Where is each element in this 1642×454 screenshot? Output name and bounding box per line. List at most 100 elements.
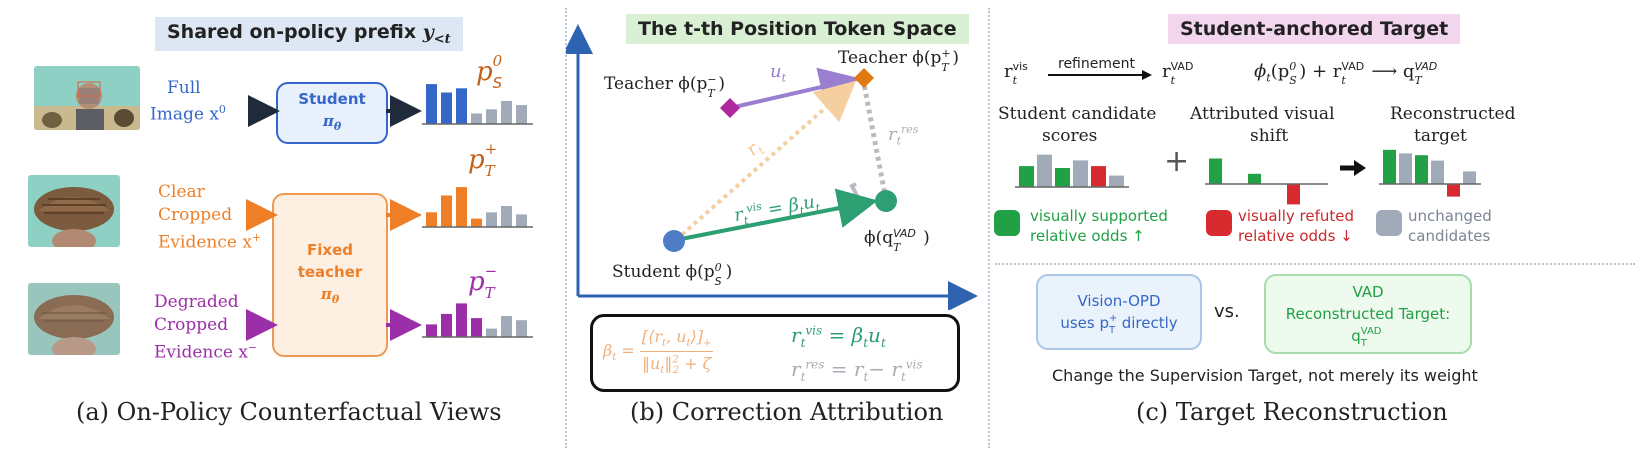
r-residual-vector	[861, 83, 889, 201]
clear-evidence-line1: Clear	[158, 182, 205, 202]
vad-point	[875, 190, 897, 212]
attributed-shift-bar-2	[1248, 173, 1261, 184]
teacher-minus-dist-bar-2	[441, 313, 452, 337]
caption-b: (b) Correction Attribution	[630, 398, 944, 426]
teacher-minus-label: Teacher ϕ(p−T)	[604, 73, 726, 100]
divider-a-b	[565, 8, 567, 448]
attributed-shift-bar-3	[1287, 184, 1300, 205]
r-vis-vector	[675, 188, 878, 242]
panel-c-bar-charts	[1015, 149, 1481, 205]
student-scores-heading-2: scores	[1042, 126, 1098, 146]
student-dist-bar-2	[441, 92, 452, 124]
vision-opd-box: Vision-OPD uses p+T directly	[1036, 274, 1202, 350]
legend-green-text: visually supported relative odds ↑	[1030, 207, 1168, 245]
teacher-plus-dist-bar-2	[441, 195, 452, 227]
teacher-minus-dist-bar-5	[486, 328, 497, 337]
student-model-box: Student πθ	[276, 82, 388, 144]
teacher-plus-dist-bar-4	[471, 218, 482, 227]
student-scores-bar-5	[1091, 166, 1106, 187]
student-dist-bar-7	[516, 105, 527, 124]
student-scores-bar-1	[1019, 166, 1034, 187]
reconstructed-target-bar-3	[1415, 155, 1428, 184]
divider-b-c	[988, 8, 990, 448]
token-space-plot	[566, 24, 978, 310]
token-space-title: The t-th Position Token Space	[626, 14, 969, 44]
teacher-minus-dist-bar-3	[456, 303, 467, 337]
legend-red-swatch	[1206, 210, 1232, 236]
student-scores-bar-2	[1037, 154, 1052, 187]
teacher-plus-label: Teacher ϕ(p+T)	[838, 47, 960, 74]
teacher-minus-dist-bar-6	[501, 316, 512, 337]
clear-evidence-line3: Evidence x+	[158, 231, 262, 253]
student-scores-heading-1: Student candidate	[998, 104, 1157, 124]
reconstructed-target-bar-6	[1463, 171, 1476, 184]
reconstructed-target-bar-2	[1399, 153, 1412, 184]
legend-red-text: visually refuted relative odds ↓	[1238, 207, 1355, 245]
divider-c-horizontal	[995, 263, 1635, 265]
refinement-arrow	[1048, 70, 1152, 80]
reconstructed-target-bar-5	[1447, 184, 1460, 197]
panel-a-arrows	[246, 84, 533, 341]
attributed-heading-2: shift	[1250, 126, 1289, 146]
degraded-evidence-line3: Evidence x−	[154, 341, 258, 363]
student-scores-bar-4	[1073, 160, 1088, 187]
clear-evidence-line2: Cropped	[158, 205, 233, 225]
student-scores-bar-6	[1109, 175, 1124, 187]
plus-sign: +	[1164, 144, 1190, 179]
attributed-shift-bar-1	[1209, 158, 1222, 184]
teacher-model-box: Fixed teacher πθ	[272, 193, 388, 357]
full-image-label-line2: Image x0	[150, 103, 226, 125]
degraded-evidence-line2: Cropped	[154, 315, 229, 335]
teacher-minus-dist-bar-1	[426, 324, 437, 337]
legend-gray-swatch	[1376, 210, 1402, 236]
r-vector	[674, 80, 856, 242]
legend-green-swatch	[994, 210, 1020, 236]
student-dist-bar-4	[471, 113, 482, 124]
student-dist-bar-6	[501, 100, 512, 124]
degraded-evidence-line1: Degraded	[154, 292, 239, 312]
degraded-crop-thumbnail	[28, 283, 120, 355]
caption-a: (a) On-Policy Counterfactual Views	[76, 398, 502, 426]
reconstructed-target-bar-1	[1383, 149, 1396, 184]
p-teacher-minus-label: p−T	[468, 262, 498, 302]
reconstruct-arrow	[1340, 160, 1366, 176]
attributed-heading-1: Attributed visual	[1190, 104, 1335, 124]
refinement-label: refinement	[1058, 56, 1135, 72]
teacher-plus-dist-bar-6	[501, 206, 512, 227]
clear-crop-thumbnail	[28, 175, 120, 247]
full-image-label-line1: Full	[167, 78, 201, 98]
student-point	[663, 230, 685, 252]
student-dist-bar-3	[456, 88, 467, 124]
teacher-minus-dist-bar-7	[516, 320, 527, 337]
u-t-label: ut	[770, 61, 787, 85]
reconstructed-heading-1: Reconstructed	[1390, 104, 1516, 124]
r-vis-formula: rtvis = βtut	[791, 323, 886, 350]
student-dist-bar-5	[486, 109, 497, 124]
reconstructed-heading-2: target	[1414, 126, 1467, 146]
r-res-formula: rtres = rt− rtvis	[791, 357, 923, 384]
teacher-plus-dist-bar-5	[486, 212, 497, 227]
beta-formula: βt = [⟨rt, ut⟩]+ ‖ut‖22 + ζ	[603, 327, 714, 377]
reconstructed-target-bar-4	[1431, 160, 1444, 184]
vs-label: vs.	[1214, 301, 1240, 322]
teacher-plus-dist-bar-3	[456, 187, 467, 227]
student-anchored-title: Student-anchored Target	[1168, 14, 1461, 44]
u-vector	[729, 67, 860, 110]
teacher-minus-point	[720, 98, 740, 118]
student-dist-bar-1	[426, 84, 437, 124]
attribution-formula-box: βt = [⟨rt, ut⟩]+ ‖ut‖22 + ζ rtvis = βtut…	[590, 314, 960, 392]
r-res-label: rtres	[888, 123, 919, 148]
teacher-plus-dist-bar-1	[426, 212, 437, 227]
right-angle-marker	[849, 182, 860, 199]
caption-c: (c) Target Reconstruction	[1136, 398, 1448, 426]
teacher-plus-point	[854, 68, 874, 88]
supervision-note: Change the Supervision Target, not merel…	[1052, 366, 1478, 385]
full-image-thumbnail	[34, 66, 140, 130]
